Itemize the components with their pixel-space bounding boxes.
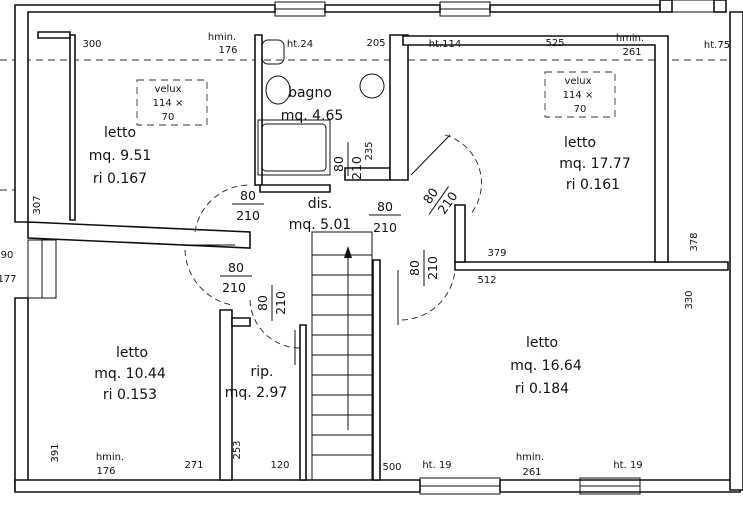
room-letto-nw: letto mq. 9.51 ri 0.167 xyxy=(89,125,152,187)
room-letto-se: letto mq. 16.64 ri 0.184 xyxy=(510,335,582,397)
dim-120: 120 xyxy=(270,460,289,471)
room-area: mq. 9.51 xyxy=(89,148,152,164)
inner-walls xyxy=(27,31,729,481)
dim-307: 307 xyxy=(32,195,43,214)
room-name: letto xyxy=(526,335,558,351)
dim-177: 177 xyxy=(0,274,17,285)
velux-size: 114 × xyxy=(563,90,594,101)
door-label-7: 80 210 xyxy=(407,250,440,286)
room-rip: rip. mq. 2.97 xyxy=(225,364,288,401)
room-dis: dis. mq. 5.01 xyxy=(289,196,352,233)
dim-300: 300 xyxy=(82,39,101,50)
bathroom-fixtures xyxy=(257,39,385,176)
hmin-nw-label: hmin. xyxy=(208,32,236,43)
room-area: mq. 2.97 xyxy=(225,385,288,401)
room-letto-ne: letto mq. 17.77 ri 0.161 xyxy=(559,135,631,193)
dim-525: 525 xyxy=(545,38,564,49)
hmin-nw-value: 176 xyxy=(218,45,237,56)
room-ri: ri 0.167 xyxy=(93,171,147,187)
ht-75: ht.75 xyxy=(704,40,730,51)
room-bagno: bagno mq. 4.65 xyxy=(281,85,344,124)
velux-label: velux xyxy=(154,84,181,95)
dim-235: 235 xyxy=(364,141,375,160)
velux-nw-box xyxy=(136,79,208,126)
door-label-1: 80 210 xyxy=(232,188,264,223)
velux-label: velux xyxy=(564,76,591,87)
dim-271: 271 xyxy=(184,460,203,471)
door-width: 80 xyxy=(331,156,346,172)
velux-height: 70 xyxy=(574,104,587,115)
ht-24: ht.24 xyxy=(287,39,313,50)
windows xyxy=(27,0,715,495)
door-width: 80 xyxy=(240,188,256,203)
staircase xyxy=(311,231,373,481)
room-ri: ri 0.161 xyxy=(566,177,620,193)
door-height: 210 xyxy=(349,156,364,180)
hmin-se-label: hmin. xyxy=(516,452,544,463)
room-name: letto xyxy=(104,125,136,141)
hmin-se-value: 261 xyxy=(522,467,541,478)
room-area: mq. 10.44 xyxy=(94,366,166,382)
room-ri: ri 0.153 xyxy=(103,387,157,403)
dim-512: 512 xyxy=(477,275,496,286)
room-ri: ri 0.184 xyxy=(515,381,569,397)
ht-19-a: ht. 19 xyxy=(422,460,451,471)
velux-size: 114 × xyxy=(153,98,184,109)
door-label-6: 80 210 xyxy=(255,285,288,321)
door-width: 80 xyxy=(228,260,244,275)
dim-253: 253 xyxy=(232,440,243,459)
ht-114: ht.114 xyxy=(429,39,462,50)
room-area: mq. 4.65 xyxy=(281,108,344,124)
room-name: letto xyxy=(116,345,148,361)
dim-500: 500 xyxy=(382,462,401,473)
room-name: letto xyxy=(564,135,596,151)
dim-90: 90 xyxy=(1,250,14,261)
room-area: mq. 17.77 xyxy=(559,156,631,172)
door-label-2: 80 210 xyxy=(369,199,401,235)
dim-379: 379 xyxy=(487,248,506,259)
hmin-ne-value: 261 xyxy=(622,47,641,58)
dim-330: 330 xyxy=(684,290,695,309)
door-height: 210 xyxy=(373,220,397,235)
door-label-3: 80 210 xyxy=(220,260,252,295)
door-label-4: 80 210 xyxy=(331,142,364,180)
ht-19-b: ht. 19 xyxy=(613,460,642,471)
door-height: 210 xyxy=(273,291,288,315)
dim-205: 205 xyxy=(366,38,385,49)
velux-ne-box xyxy=(544,71,616,118)
hmin-sw-label: hmin. xyxy=(96,452,124,463)
velux-ne: velux 114 × 70 xyxy=(563,76,594,115)
room-name: bagno xyxy=(288,85,332,101)
dimension-labels: 300 hmin. 176 ht.24 205 ht.114 525 hmin.… xyxy=(0,32,730,478)
door-height: 210 xyxy=(236,208,260,223)
hmin-sw-value: 176 xyxy=(96,466,115,477)
door-width: 80 xyxy=(407,260,422,276)
room-letto-sw: letto mq. 10.44 ri 0.153 xyxy=(94,345,166,403)
door-width: 80 xyxy=(255,295,270,311)
room-area: mq. 16.64 xyxy=(510,358,582,374)
room-area: mq. 5.01 xyxy=(289,217,352,233)
room-name: rip. xyxy=(251,364,274,380)
hmin-ne-label: hmin. xyxy=(616,33,644,44)
door-width: 80 xyxy=(377,199,393,214)
door-swings xyxy=(180,134,482,365)
velux-height: 70 xyxy=(162,112,175,123)
door-width: 80 xyxy=(420,185,441,207)
door-height: 210 xyxy=(222,280,246,295)
door-height: 210 xyxy=(425,256,440,280)
room-name: dis. xyxy=(308,196,333,212)
dim-391: 391 xyxy=(50,443,61,462)
dim-378: 378 xyxy=(689,232,700,251)
velux-nw: velux 114 × 70 xyxy=(153,84,184,123)
